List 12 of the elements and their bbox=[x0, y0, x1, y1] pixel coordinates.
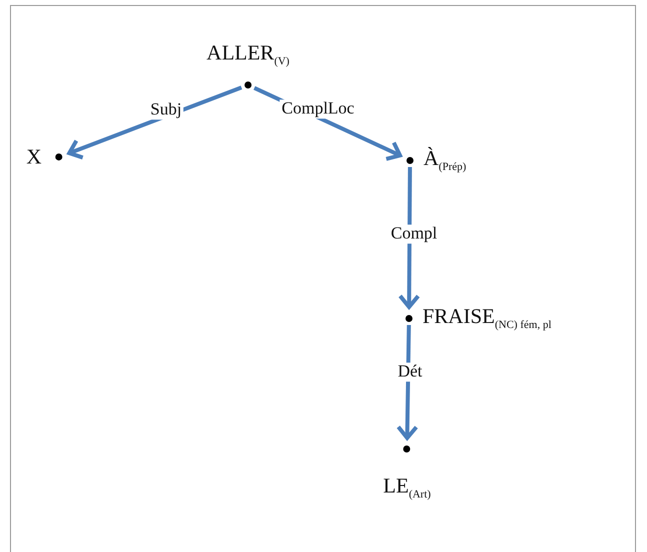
node-label: FRAISE$_{(NC) fém, pl}$ bbox=[422, 304, 552, 332]
edge-label: ComplLoc bbox=[280, 100, 356, 118]
node-label: À$_{(Prép)}$ bbox=[424, 146, 466, 174]
tree-node bbox=[406, 146, 466, 174]
node-label: ALLER$_{(V)}$ bbox=[206, 41, 290, 68]
node-label: X bbox=[26, 145, 42, 169]
arrow bbox=[67, 86, 242, 160]
node-label: LE$_{(Art)}$ bbox=[383, 474, 431, 501]
arrow bbox=[398, 166, 420, 309]
tree-node bbox=[383, 446, 431, 501]
edge-label: Compl bbox=[388, 224, 440, 244]
edge-label: Dét bbox=[396, 362, 424, 382]
